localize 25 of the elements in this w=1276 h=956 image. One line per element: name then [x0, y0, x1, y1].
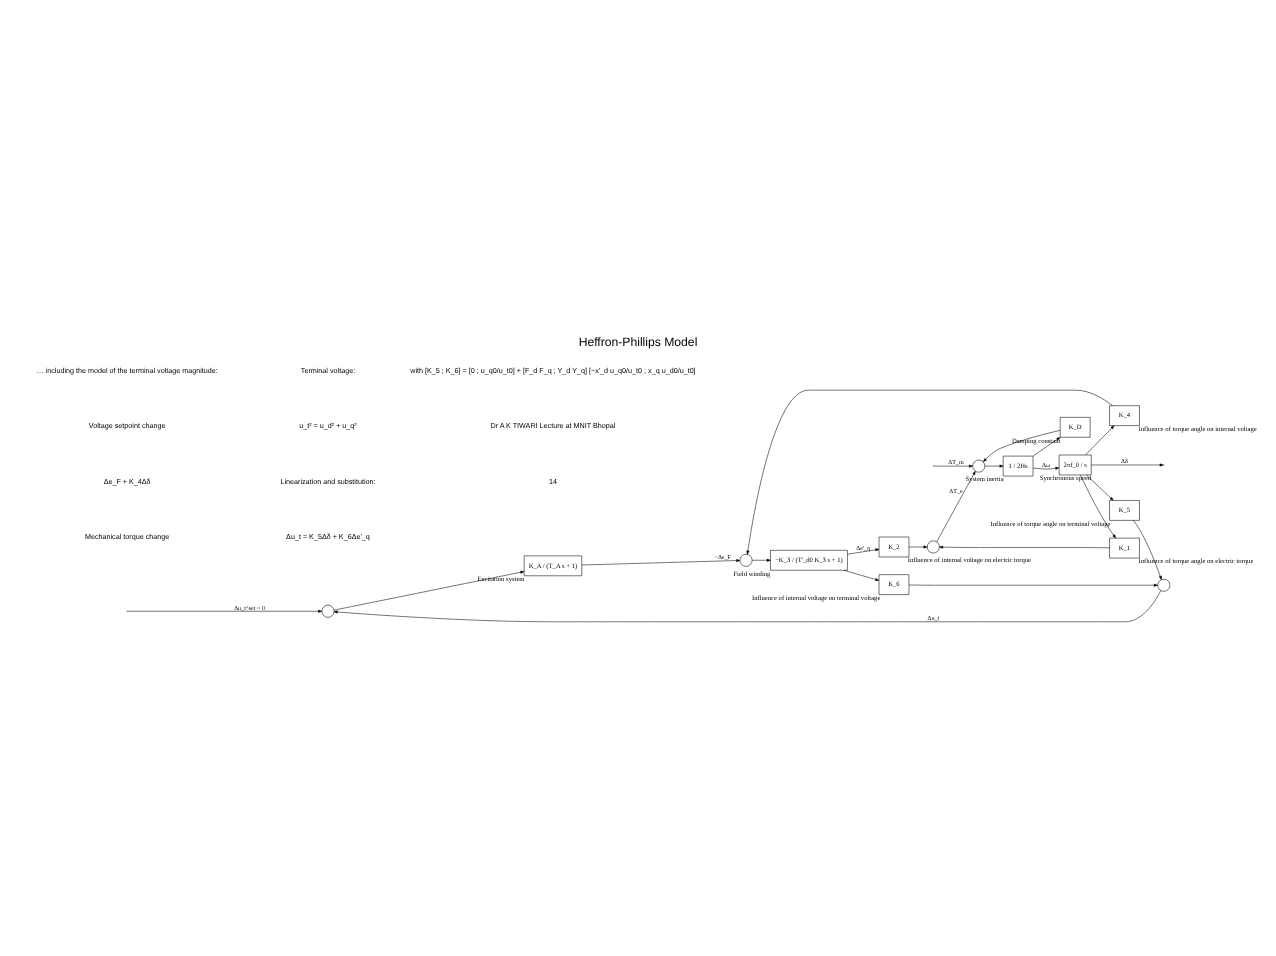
- node-circle: [926, 540, 940, 554]
- node-circle: [1157, 578, 1171, 592]
- node-circle: [321, 604, 335, 618]
- arrow: [983, 430, 1061, 462]
- arrow: [581, 559, 741, 566]
- arrow: [984, 464, 1004, 468]
- arrow: [752, 558, 771, 562]
- arrow: [939, 545, 1110, 549]
- arrow: [333, 590, 1162, 623]
- arrow: [908, 583, 1158, 587]
- arrow: [127, 609, 323, 613]
- arrow: [1085, 425, 1115, 456]
- arrow: [1080, 474, 1116, 539]
- arrow: [847, 548, 880, 555]
- arrow: [933, 464, 973, 468]
- arrow: [843, 570, 880, 581]
- arrow: [1086, 474, 1114, 501]
- arrow: [333, 570, 525, 611]
- arrow: [936, 471, 976, 542]
- arrow: [1032, 466, 1060, 470]
- arrow: [1133, 520, 1162, 580]
- arrow: [746, 389, 1113, 555]
- node-circle: [739, 553, 753, 567]
- arrow: [908, 545, 928, 549]
- arrow: [1032, 437, 1061, 457]
